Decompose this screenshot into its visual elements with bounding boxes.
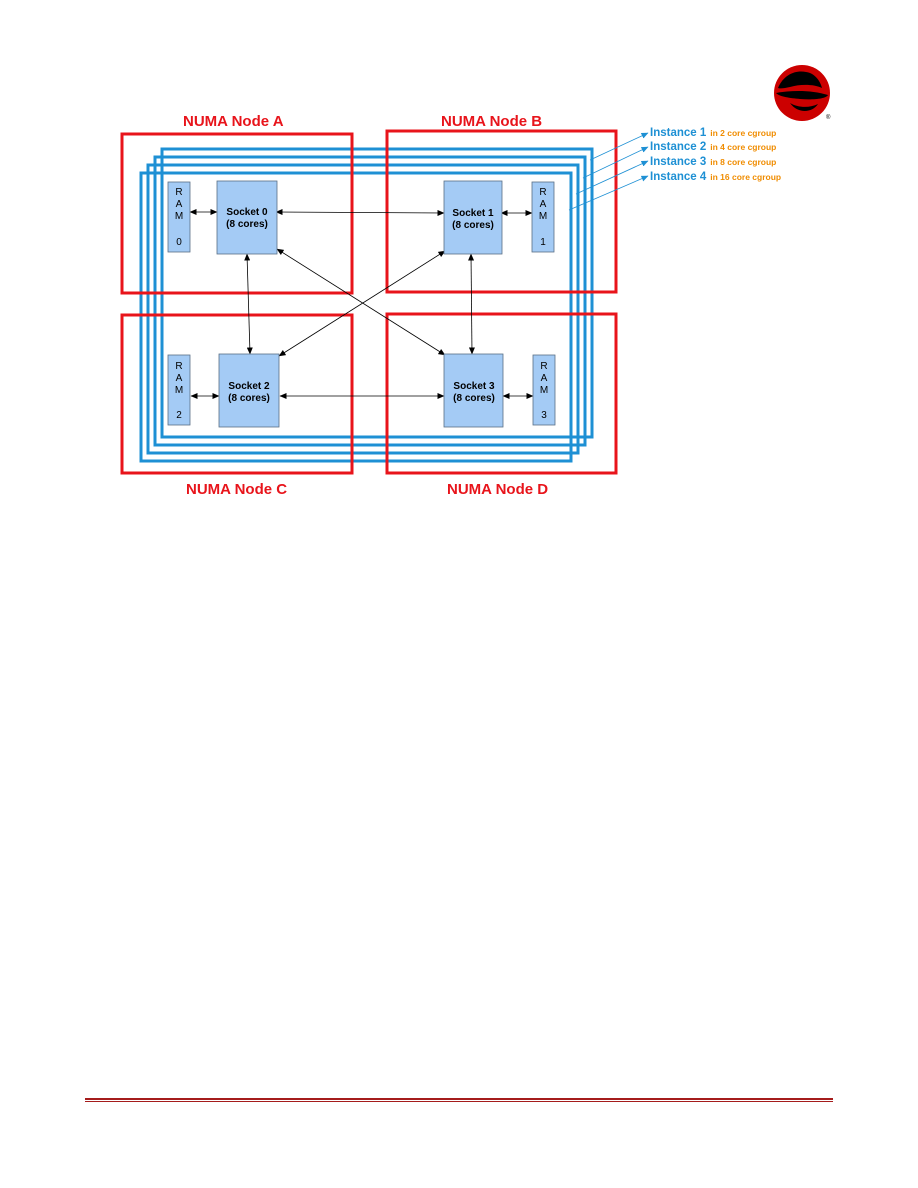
socket-3-label: Socket 3 (453, 381, 495, 392)
socket-0: Socket 0 (8 cores) (216, 180, 278, 255)
svg-text:A: A (541, 373, 548, 384)
callout-instance-3 (575, 160, 649, 195)
socket-3: Socket 3 (8 cores) (443, 353, 504, 428)
cgroup-instance-4-boundary (139, 171, 573, 463)
ram-3: R A M 3 (532, 354, 556, 426)
svg-text:A: A (176, 199, 183, 210)
svg-text:M: M (540, 385, 548, 396)
svg-text:M: M (175, 211, 183, 222)
ram-2: R A M 2 (167, 354, 191, 426)
socket-1-label: Socket 1 (452, 208, 494, 219)
socket-2: Socket 2 (8 cores) (218, 353, 280, 428)
callout-instance-1 (589, 132, 649, 161)
socket-2-label: Socket 2 (228, 381, 270, 392)
numa-node-d-title: NUMA Node D (447, 481, 548, 498)
socket-1: Socket 1 (8 cores) (443, 180, 503, 255)
svg-text:M: M (539, 211, 547, 222)
socket-2-cores: (8 cores) (228, 393, 270, 404)
callout-instance-4 (568, 175, 649, 211)
svg-text:A: A (176, 373, 183, 384)
ram-3-number: 3 (541, 410, 547, 421)
svg-text:R: R (540, 361, 547, 372)
cgroup-instance-2-boundary (153, 155, 587, 447)
red-hat-logo: ® (774, 65, 831, 121)
ram-2-number: 2 (176, 410, 182, 421)
svg-text:M: M (175, 385, 183, 396)
socket-1-cores: (8 cores) (452, 220, 494, 231)
svg-text:A: A (540, 199, 547, 210)
ram-0-number: 0 (176, 237, 182, 248)
svg-text:R: R (539, 187, 546, 198)
numa-node-a-title: NUMA Node A (183, 113, 284, 130)
instance-callouts (568, 132, 649, 211)
cgroup-instance-3-boundary (146, 163, 580, 455)
link-socket1-socket3 (468, 253, 475, 355)
socket-0-cores: (8 cores) (226, 219, 268, 230)
interconnect-links (189, 209, 534, 399)
svg-text:R: R (175, 187, 182, 198)
link-socket0-socket1 (275, 209, 445, 216)
ram-0: R A M 0 (167, 181, 191, 253)
link-socket0-socket3 (276, 248, 446, 356)
numa-node-b-title: NUMA Node B (441, 113, 542, 130)
ram-1: R A M 1 (531, 181, 555, 253)
svg-text:R: R (175, 361, 182, 372)
registered-mark: ® (826, 114, 831, 121)
link-socket0-socket2 (244, 253, 253, 355)
link-socket1-socket2 (278, 250, 446, 357)
footer-rule (85, 1098, 833, 1102)
ram-1-number: 1 (540, 237, 546, 248)
socket-0-label: Socket 0 (226, 207, 268, 218)
callout-instance-2 (582, 146, 649, 179)
numa-node-c-title: NUMA Node C (186, 481, 287, 498)
socket-3-cores: (8 cores) (453, 393, 495, 404)
